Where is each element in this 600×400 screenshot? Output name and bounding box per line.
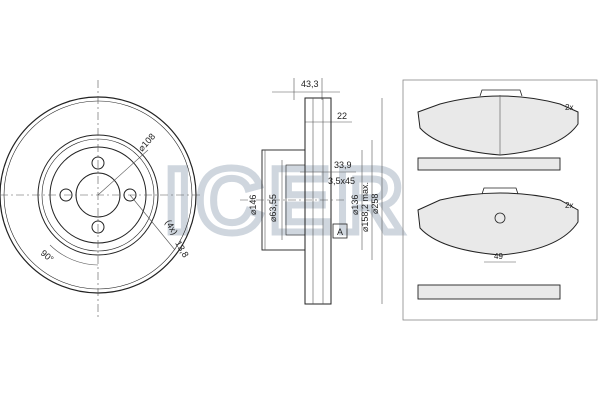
pad-bottom-tab — [481, 187, 519, 195]
hat-dia-label: ⌀136 — [350, 195, 360, 215]
pad-bottom-friction — [417, 192, 579, 256]
pad-bottom-pin — [494, 212, 506, 224]
angle-arc — [49, 244, 99, 266]
pad-width-label: 49 — [494, 252, 503, 261]
overall-height-label: 43,3 — [301, 79, 319, 89]
hole-leader — [129, 194, 176, 251]
outer-dia-label: ⌀258 — [370, 194, 380, 214]
bottom-pad-qty: 2x — [565, 201, 573, 210]
pcd-label: ⌀108 — [136, 131, 157, 153]
datum-box — [332, 223, 348, 239]
icer-watermark: ICER — [165, 150, 409, 252]
thickness-label: 22 — [337, 111, 347, 121]
pad-bottom-side — [417, 284, 561, 300]
max-dia-label: ⌀158,2 max. — [360, 182, 370, 232]
brake-pad-bottom: 49 2x — [417, 187, 579, 300]
angle-label: 90° — [39, 248, 56, 265]
pad-top-side — [417, 157, 561, 171]
disc-section-view: 43,3 22 33,9 3,5x45 ⌀146 ⌀63,55 ⌀136 ⌀15… — [240, 78, 383, 305]
datum-label: A — [337, 227, 343, 237]
chamfer-label: 3,5x45 — [328, 176, 355, 186]
hub-dia-label: ⌀63,55 — [268, 194, 278, 222]
pad-top-friction — [417, 95, 579, 156]
pcd-leader — [97, 149, 149, 196]
top-pad-qty: 2x — [565, 103, 573, 112]
min-thickness-label: 33,9 — [334, 160, 352, 170]
brake-pad-top: 2x — [417, 89, 579, 171]
pads-panel — [402, 79, 598, 321]
inner-dia-label: ⌀146 — [248, 195, 258, 215]
pad-top-tab — [479, 89, 523, 97]
